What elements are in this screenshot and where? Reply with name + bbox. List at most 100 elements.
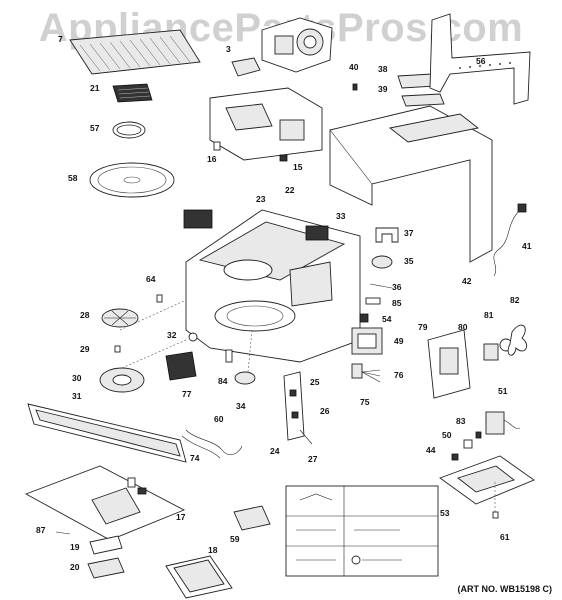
callout-27: 27 bbox=[308, 454, 318, 464]
part-front-panel-74 bbox=[27, 403, 187, 463]
callout-76: 76 bbox=[394, 370, 404, 380]
part-small-16-top bbox=[213, 141, 221, 151]
part-grille-7 bbox=[69, 29, 201, 75]
part-screw-29 bbox=[114, 345, 121, 353]
part-transformer-51 bbox=[485, 411, 521, 435]
callout-44: 44 bbox=[426, 445, 436, 455]
callout-77: 77 bbox=[182, 389, 192, 399]
part-upper-frame bbox=[209, 87, 323, 161]
callout-83: 83 bbox=[456, 416, 466, 426]
part-bracket-79 bbox=[427, 329, 471, 399]
part-part-54 bbox=[359, 313, 369, 323]
callout-17: 17 bbox=[176, 512, 186, 522]
callout-61: 61 bbox=[500, 532, 510, 542]
part-coupler-32 bbox=[188, 332, 198, 342]
part-transformer-49 bbox=[351, 327, 383, 355]
callout-21: 21 bbox=[90, 83, 100, 93]
callout-34: 34 bbox=[236, 401, 246, 411]
assembly-dash-lines bbox=[119, 299, 496, 512]
callout-74: 74 bbox=[190, 453, 200, 463]
part-filter-21 bbox=[112, 83, 153, 103]
callout-40: 40 bbox=[349, 62, 359, 72]
callout-85: 85 bbox=[392, 298, 402, 308]
part-fuse-85 bbox=[365, 297, 381, 305]
callout-20: 20 bbox=[70, 562, 80, 572]
art-number: (ART NO. WB15198 C) bbox=[457, 584, 552, 594]
part-mounting-plate-56 bbox=[429, 13, 531, 105]
callout-33: 33 bbox=[336, 211, 346, 221]
callout-25: 25 bbox=[310, 377, 320, 387]
callout-50: 50 bbox=[442, 430, 452, 440]
part-switch-50 bbox=[463, 439, 473, 449]
callout-87: 87 bbox=[36, 525, 46, 535]
callout-53: 53 bbox=[440, 508, 450, 518]
part-part-44 bbox=[451, 453, 459, 461]
part-bracket-37 bbox=[375, 227, 399, 243]
callout-16: 16 bbox=[207, 154, 217, 164]
part-latch-assembly-24 bbox=[283, 371, 313, 445]
callout-57: 57 bbox=[90, 123, 100, 133]
part-blower-assembly bbox=[261, 17, 333, 73]
callout-18: 18 bbox=[208, 545, 218, 555]
callout-75: 75 bbox=[360, 397, 370, 407]
part-housing-17 bbox=[24, 465, 186, 541]
part-capacitor-35 bbox=[371, 255, 393, 269]
callout-37: 37 bbox=[404, 228, 414, 238]
part-screw-83 bbox=[475, 431, 482, 439]
part-turntable-58 bbox=[89, 162, 175, 198]
callout-39: 39 bbox=[378, 84, 388, 94]
part-small-15-top bbox=[279, 154, 288, 162]
part-motor-80 bbox=[483, 343, 499, 361]
part-screw-40 bbox=[352, 83, 358, 91]
callout-49: 49 bbox=[394, 336, 404, 346]
callout-58: 58 bbox=[68, 173, 78, 183]
part-small-16-bottom bbox=[127, 477, 136, 488]
callout-60: 60 bbox=[214, 414, 224, 424]
callout-30: 30 bbox=[72, 373, 82, 383]
part-power-cord-41 bbox=[493, 203, 527, 277]
part-drive-30 bbox=[99, 367, 145, 393]
part-vent-39 bbox=[401, 93, 445, 107]
part-switches-76 bbox=[351, 363, 381, 383]
part-bracket-3 bbox=[231, 57, 261, 77]
part-outer-cabinet-42 bbox=[329, 105, 493, 263]
callout-32: 32 bbox=[167, 330, 177, 340]
part-base-plate-53 bbox=[439, 455, 535, 505]
callout-42: 42 bbox=[462, 276, 472, 286]
part-blade-82 bbox=[507, 324, 528, 356]
callout-29: 29 bbox=[80, 344, 90, 354]
callout-51: 51 bbox=[498, 386, 508, 396]
callout-79: 79 bbox=[418, 322, 428, 332]
part-cover-20 bbox=[87, 557, 125, 579]
callout-35: 35 bbox=[404, 256, 414, 266]
callout-41: 41 bbox=[522, 241, 532, 251]
callout-15: 15 bbox=[293, 162, 303, 172]
callout-81: 81 bbox=[484, 310, 494, 320]
part-part-84 bbox=[225, 349, 233, 363]
callout-38: 38 bbox=[378, 64, 388, 74]
part-bag-59 bbox=[233, 505, 271, 531]
callout-31: 31 bbox=[72, 391, 82, 401]
callout-3: 3 bbox=[226, 44, 231, 54]
part-filter-18 bbox=[165, 555, 233, 599]
part-grille-77 bbox=[165, 351, 197, 381]
callout-84: 84 bbox=[218, 376, 228, 386]
callout-23: 23 bbox=[256, 194, 266, 204]
callout-28: 28 bbox=[80, 310, 90, 320]
callout-56: 56 bbox=[476, 56, 486, 66]
callout-7: 7 bbox=[58, 34, 63, 44]
callout-80: 80 bbox=[458, 322, 468, 332]
part-diode-36 bbox=[369, 283, 393, 289]
part-screw-87 bbox=[55, 531, 71, 535]
callout-54: 54 bbox=[382, 314, 392, 324]
part-oven-cavity bbox=[183, 209, 361, 363]
part-small-15-bottom bbox=[137, 487, 147, 495]
callout-59: 59 bbox=[230, 534, 240, 544]
part-lens-19 bbox=[89, 535, 123, 555]
hardware-kit-table bbox=[285, 485, 439, 577]
callout-22: 22 bbox=[285, 185, 295, 195]
callout-64: 64 bbox=[146, 274, 156, 284]
callout-82: 82 bbox=[510, 295, 520, 305]
